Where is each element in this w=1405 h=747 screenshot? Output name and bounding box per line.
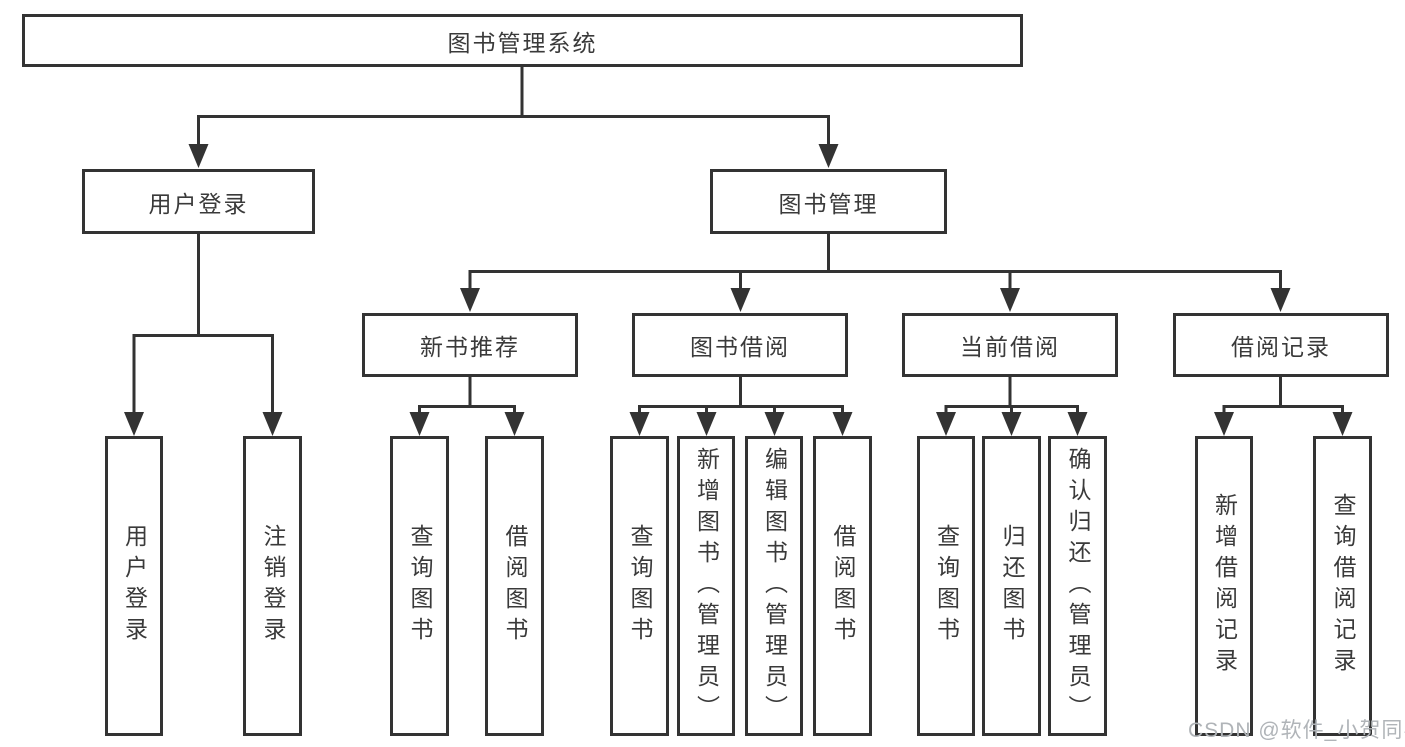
leaf-borrow-books-recommend: 借阅图书 (485, 436, 544, 736)
node-borrow-records: 借阅记录 (1173, 313, 1389, 377)
node-label: 查询图书 (407, 524, 433, 648)
node-label: 查询借阅记录 (1330, 493, 1356, 679)
node-label: 借阅图书 (502, 524, 528, 648)
node-current-borrow: 当前借阅 (902, 313, 1118, 377)
node-label: 确认归还（管理员） (1065, 446, 1091, 726)
node-label: 借阅记录 (1231, 334, 1331, 360)
leaf-query-books-recommend: 查询图书 (390, 436, 449, 736)
leaf-user-login: 用户登录 (105, 436, 163, 736)
node-label: 借阅图书 (830, 524, 856, 648)
node-label: 查询图书 (933, 524, 960, 648)
node-label: 图书管理系统 (447, 29, 598, 56)
leaf-borrow-books: 借阅图书 (813, 436, 872, 736)
node-label: 新增借阅记录 (1211, 493, 1238, 679)
csdn-watermark: CSDN @软件_小贺同学 (1188, 719, 1405, 742)
edge-root-to-level2 (188, 67, 839, 168)
edge-new-book-recommend-to-leaves (409, 377, 525, 436)
node-book-borrow: 图书借阅 (632, 313, 848, 377)
node-label: 用户登录 (148, 190, 249, 217)
leaf-add-borrow-record: 新增借阅记录 (1195, 436, 1253, 736)
node-label: 新书推荐 (420, 334, 520, 360)
leaf-query-books-borrow: 查询图书 (610, 436, 669, 736)
node-label: 编辑图书（管理员） (761, 446, 788, 726)
leaf-return-book: 归还图书 (982, 436, 1041, 736)
leaf-query-borrow-record: 查询借阅记录 (1313, 436, 1372, 736)
node-book-management: 图书管理 (710, 169, 947, 234)
node-label: 用户登录 (121, 524, 148, 648)
leaf-add-book-admin: 新增图书（管理员） (677, 436, 735, 736)
edge-current-borrow-to-leaves (936, 377, 1088, 436)
leaf-edit-book-admin: 编辑图书（管理员） (745, 436, 803, 736)
node-label: 注销登录 (260, 524, 286, 648)
node-label: 图书借阅 (690, 334, 790, 360)
leaf-confirm-return-admin: 确认归还（管理员） (1048, 436, 1107, 736)
node-label: 图书管理 (778, 190, 879, 217)
edge-user-login-to-leaves (124, 234, 283, 436)
node-label: 查询图书 (627, 524, 653, 648)
node-library-management-system: 图书管理系统 (22, 14, 1023, 67)
leaf-logout: 注销登录 (243, 436, 302, 736)
leaf-query-books-current: 查询图书 (917, 436, 975, 736)
node-new-book-recommend: 新书推荐 (362, 313, 578, 377)
node-user-login: 用户登录 (82, 169, 315, 234)
edge-book-borrow-to-leaves (629, 377, 853, 436)
node-label: 当前借阅 (960, 334, 1060, 360)
node-label: 新增图书（管理员） (693, 446, 720, 726)
edge-borrow-records-to-leaves (1214, 377, 1353, 436)
node-label: 归还图书 (999, 524, 1025, 648)
edge-book-management-to-level3 (460, 234, 1291, 312)
